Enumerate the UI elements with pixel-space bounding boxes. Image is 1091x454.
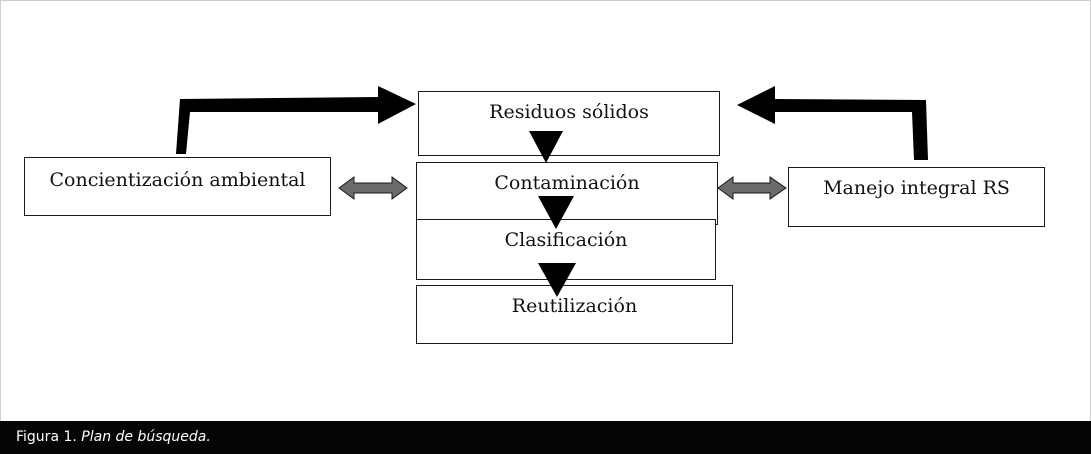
box-residuos-label: Residuos sólidos: [489, 101, 649, 123]
box-manejo-integral: Manejo integral RS: [788, 167, 1045, 227]
box-concientizacion-label: Concientización ambiental: [49, 169, 306, 191]
box-clasificacion-label: Clasificación: [504, 229, 628, 251]
left-double-arrow: [338, 176, 408, 200]
left-bent-arrow: [176, 86, 416, 154]
box-contaminacion-label: Contaminación: [494, 172, 640, 194]
down-arrow-contaminacion-clasificacion: [538, 196, 574, 229]
caption-title: Plan de búsqueda.: [81, 429, 211, 445]
box-reutilizacion: Reutilización: [416, 285, 733, 344]
box-reutilizacion-label: Reutilización: [511, 295, 638, 317]
right-double-arrow: [717, 176, 787, 200]
down-arrow-residuos-contaminacion: [529, 131, 563, 163]
down-arrow-clasificacion-reutilizacion: [538, 263, 576, 297]
box-manejo-label: Manejo integral RS: [823, 177, 1010, 199]
box-residuos-solidos: Residuos sólidos: [418, 91, 720, 156]
right-bent-arrow: [737, 86, 928, 160]
figure-caption: Figura 1. Plan de búsqueda.: [0, 421, 1091, 454]
caption-label: Figura 1.: [16, 429, 82, 445]
box-concientizacion-ambiental: Concientización ambiental: [24, 157, 331, 216]
